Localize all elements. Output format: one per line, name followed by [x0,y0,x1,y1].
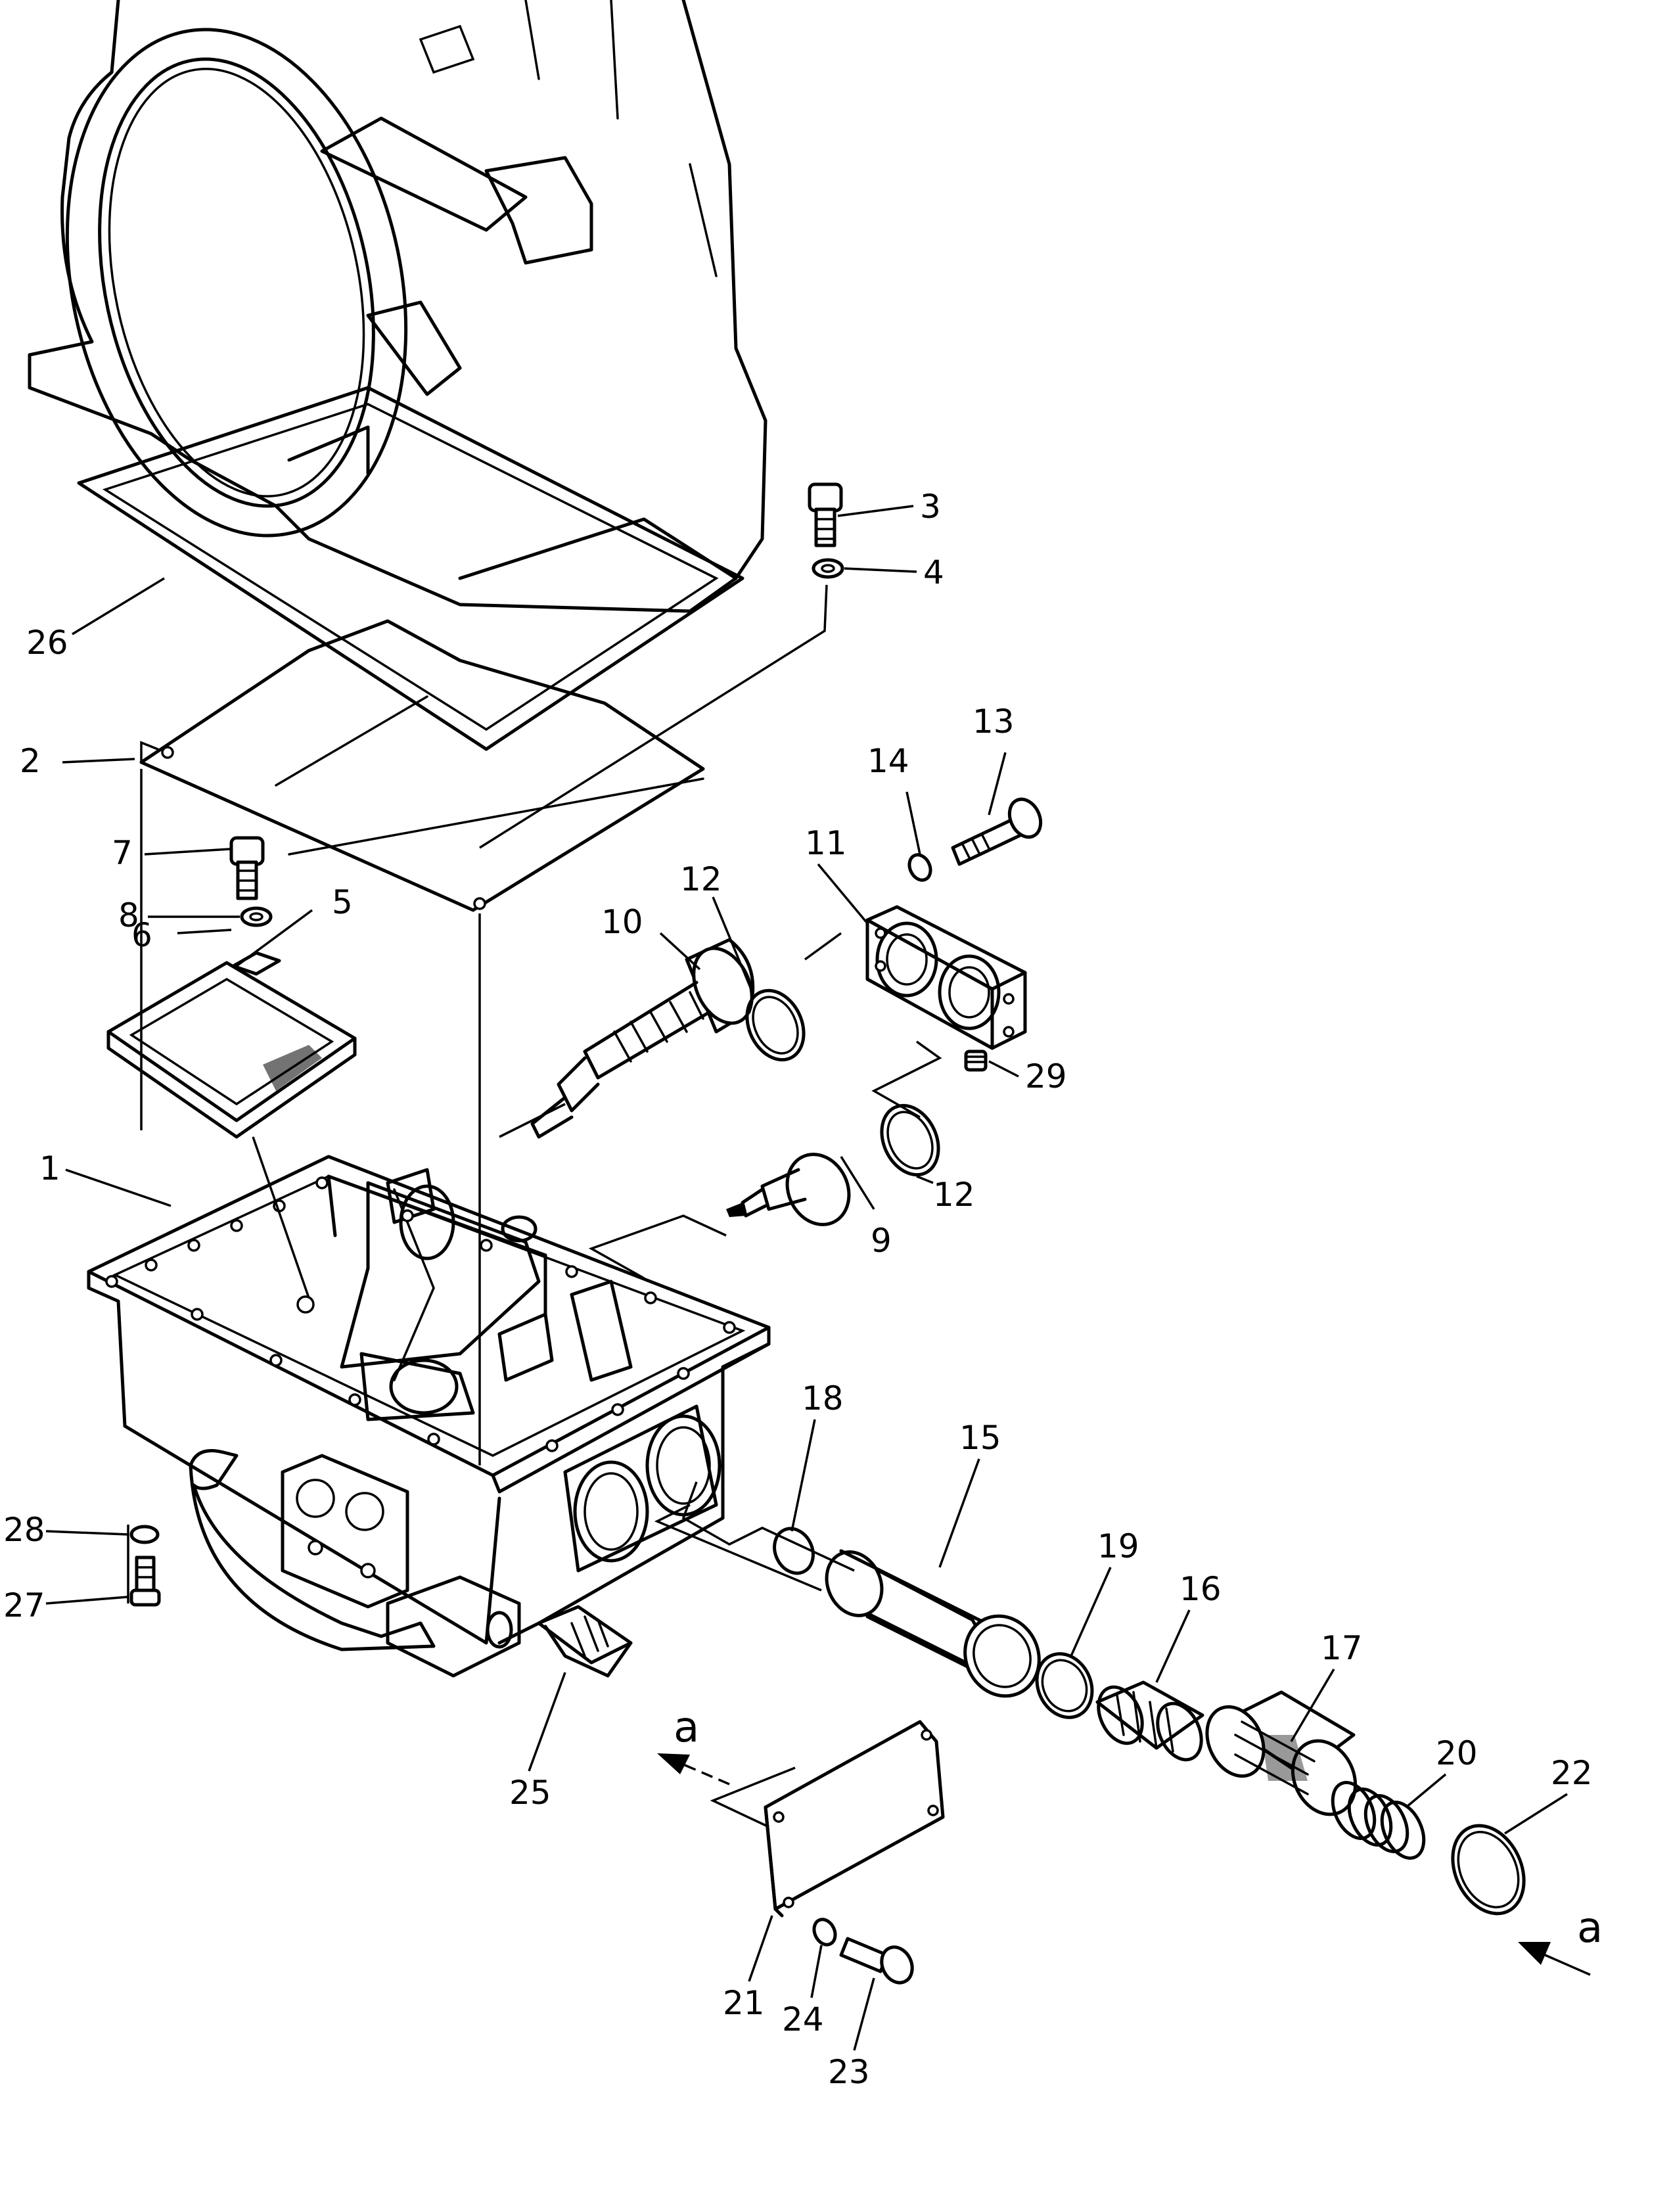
callout-3: 3 [920,488,941,526]
bolt-27 [129,1555,161,1607]
o-ring-19 [1035,1652,1094,1719]
plug-29 [964,1049,988,1072]
o-ring-12-upper [745,988,806,1062]
filter-case-15 [825,1549,1041,1698]
callout-12a: 12 [680,860,722,898]
callout-10: 10 [601,903,643,941]
callout-18: 18 [802,1379,844,1417]
washer-8 [240,906,273,927]
callout-26: 26 [26,624,68,662]
valve-cover-11 [865,905,1027,1050]
callout-2: 2 [20,742,41,780]
callout-4: 4 [923,553,944,591]
washer-24 [812,1918,837,1947]
callout-14: 14 [867,742,909,780]
bolt-13 [951,797,1043,866]
bolt-23 [839,1937,914,1985]
callout-13: 13 [973,703,1015,741]
callout-19: 19 [1097,1527,1139,1565]
view-arrow-left [657,1753,730,1786]
washer-14 [907,853,932,882]
gasket-26 [77,386,744,751]
callout-labels: 1 2 3 4 5 6 7 8 9 10 11 12 12 13 14 15 1… [3,488,1603,2091]
fitting-25 [537,1605,633,1678]
callout-9: 9 [871,1222,892,1260]
strainer-5 [106,961,357,1139]
callout-20: 20 [1436,1734,1478,1772]
spring-guide-16 [1095,1680,1204,1762]
callout-leaders [45,505,1568,2051]
o-ring-12-lower [880,1103,940,1177]
assembly-lines [127,584,942,1828]
callout-1: 1 [39,1149,60,1187]
callout-22: 22 [1551,1754,1593,1792]
baffle-plate-2 [139,619,705,912]
callout-23: 23 [828,2053,870,2091]
callout-29: 29 [1025,1057,1067,1095]
callout-5: 5 [332,883,353,921]
spring-20 [1331,1781,1426,1860]
view-marker-a-right: a [1577,1904,1603,1952]
transmission-case-1 [87,1155,771,1678]
callout-6: 6 [131,916,152,954]
view-arrow-right [1518,1942,1591,1976]
o-ring-18 [773,1527,815,1575]
o-ring-22 [1451,1824,1526,1916]
callout-28: 28 [3,1511,45,1549]
callout-11: 11 [805,824,847,862]
callout-16: 16 [1179,1570,1222,1608]
cover-21 [764,1720,945,1918]
bolt-7 [229,836,265,900]
filter-element-17 [1205,1690,1358,1816]
callout-7: 7 [112,834,133,872]
callout-21: 21 [723,1984,765,2022]
callout-8: 8 [118,896,139,934]
washer-4 [812,558,844,579]
callout-17: 17 [1321,1629,1363,1667]
valve-10 [530,938,755,1139]
bolt-3 [808,482,843,547]
callout-27: 27 [3,1586,45,1624]
callout-25: 25 [509,1774,551,1812]
callout-15: 15 [959,1419,1001,1457]
plug-9 [726,1153,851,1226]
view-marker-a-left: a [674,1703,699,1752]
washer-28 [129,1525,160,1544]
callout-24: 24 [782,2000,824,2039]
callout-12b: 12 [933,1176,975,1214]
